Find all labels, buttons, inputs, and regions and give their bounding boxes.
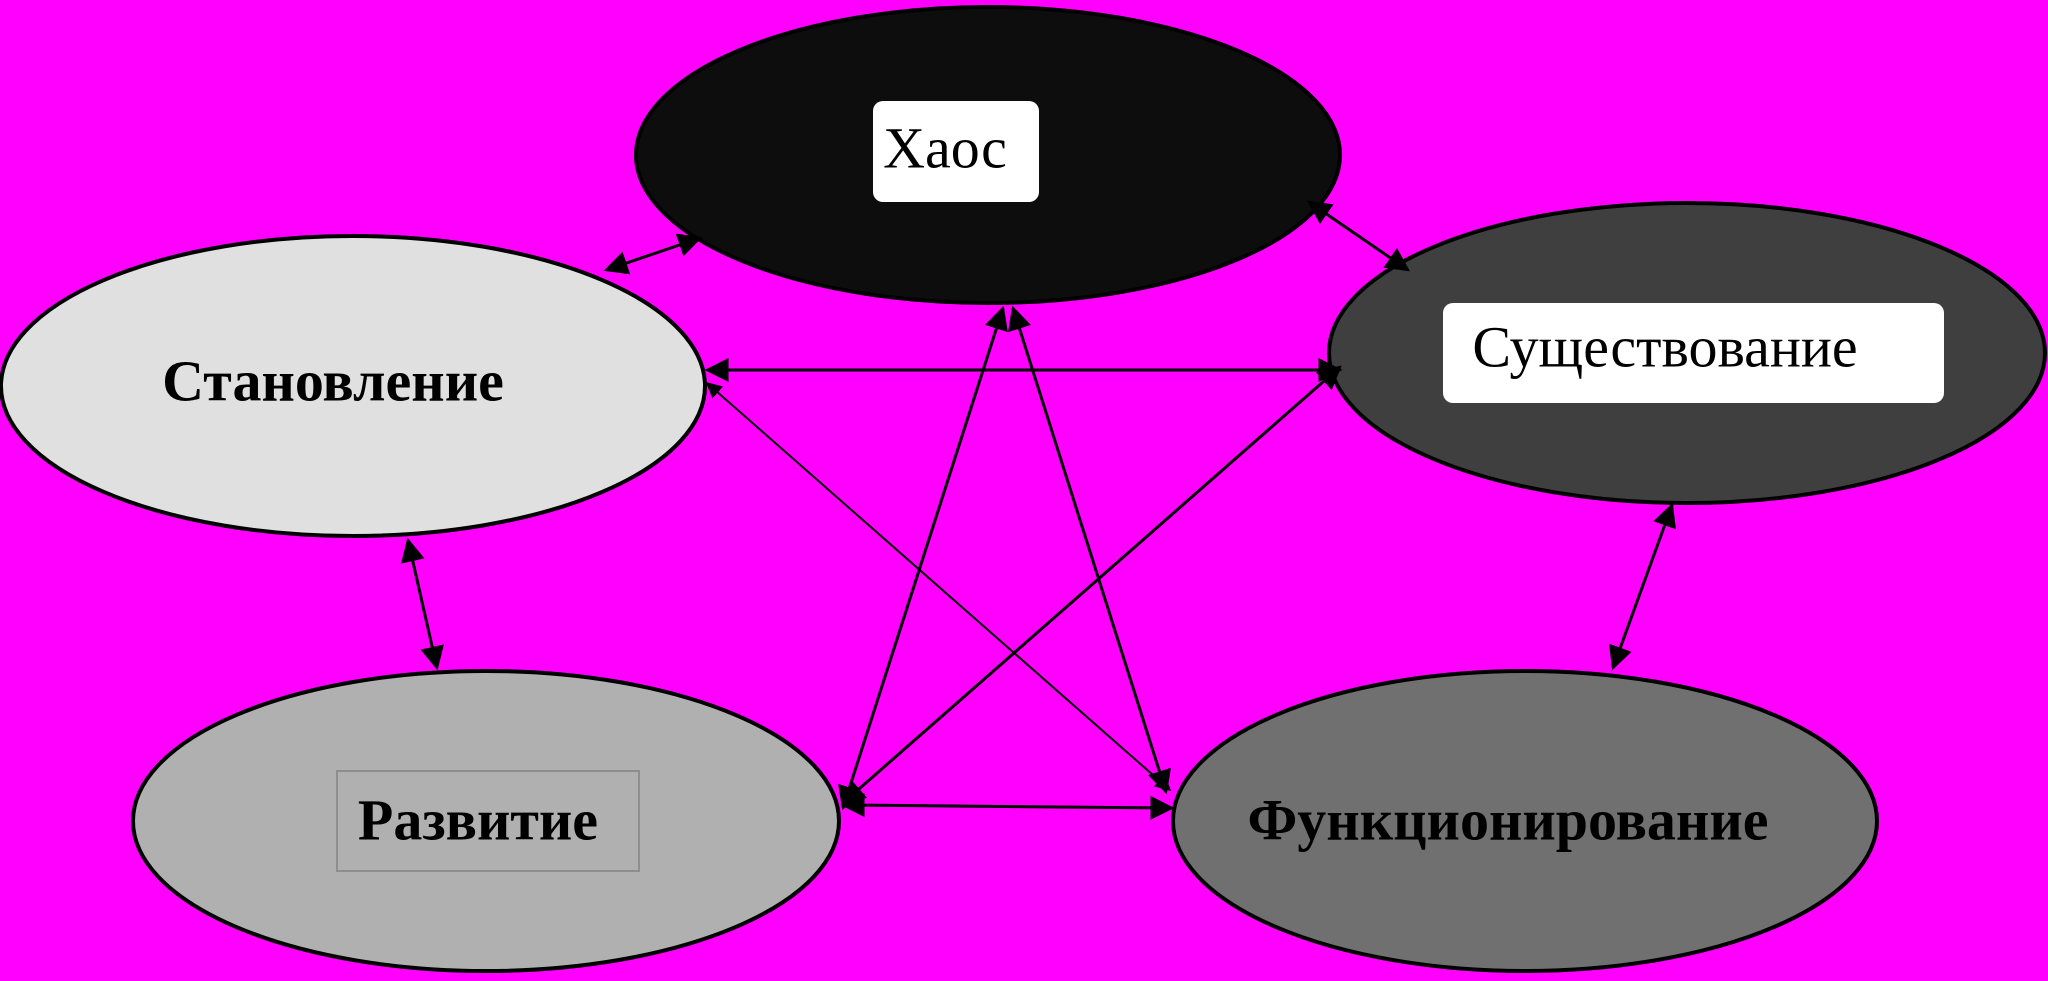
connector-razvitie-funktsionirovanie	[840, 793, 1175, 820]
node-stanovlenie-ellipse	[0, 234, 707, 538]
node-funktsionirovanie-label: Функционирование	[1247, 788, 1768, 853]
node-stanovlenie-label: Становление	[162, 349, 504, 414]
node-chaos-label-box	[873, 101, 1039, 202]
node-razvitie-label: Развитие	[358, 788, 598, 853]
node-funktsionirovanie-ellipse	[1171, 669, 1879, 973]
connector-sushchestvovanie-funktsionirovanie	[1609, 502, 1676, 671]
node-razvitie-ellipse	[131, 669, 841, 973]
connector-sushchestvovanie-razvitie	[841, 365, 1342, 805]
connector-chaos-sushchestvovanie	[1307, 200, 1410, 272]
connector-stanovlenie-razvitie	[401, 537, 444, 671]
node-razvitie-label-box	[336, 770, 640, 872]
connector-chaos-stanovlenie	[603, 233, 703, 275]
node-chaos-label: Хаос	[883, 116, 1007, 181]
node-sushchestvovanie-label-box	[1443, 303, 1944, 403]
connectors	[401, 200, 1676, 820]
node-sushchestvovanie-label: Существование	[1472, 315, 1857, 380]
